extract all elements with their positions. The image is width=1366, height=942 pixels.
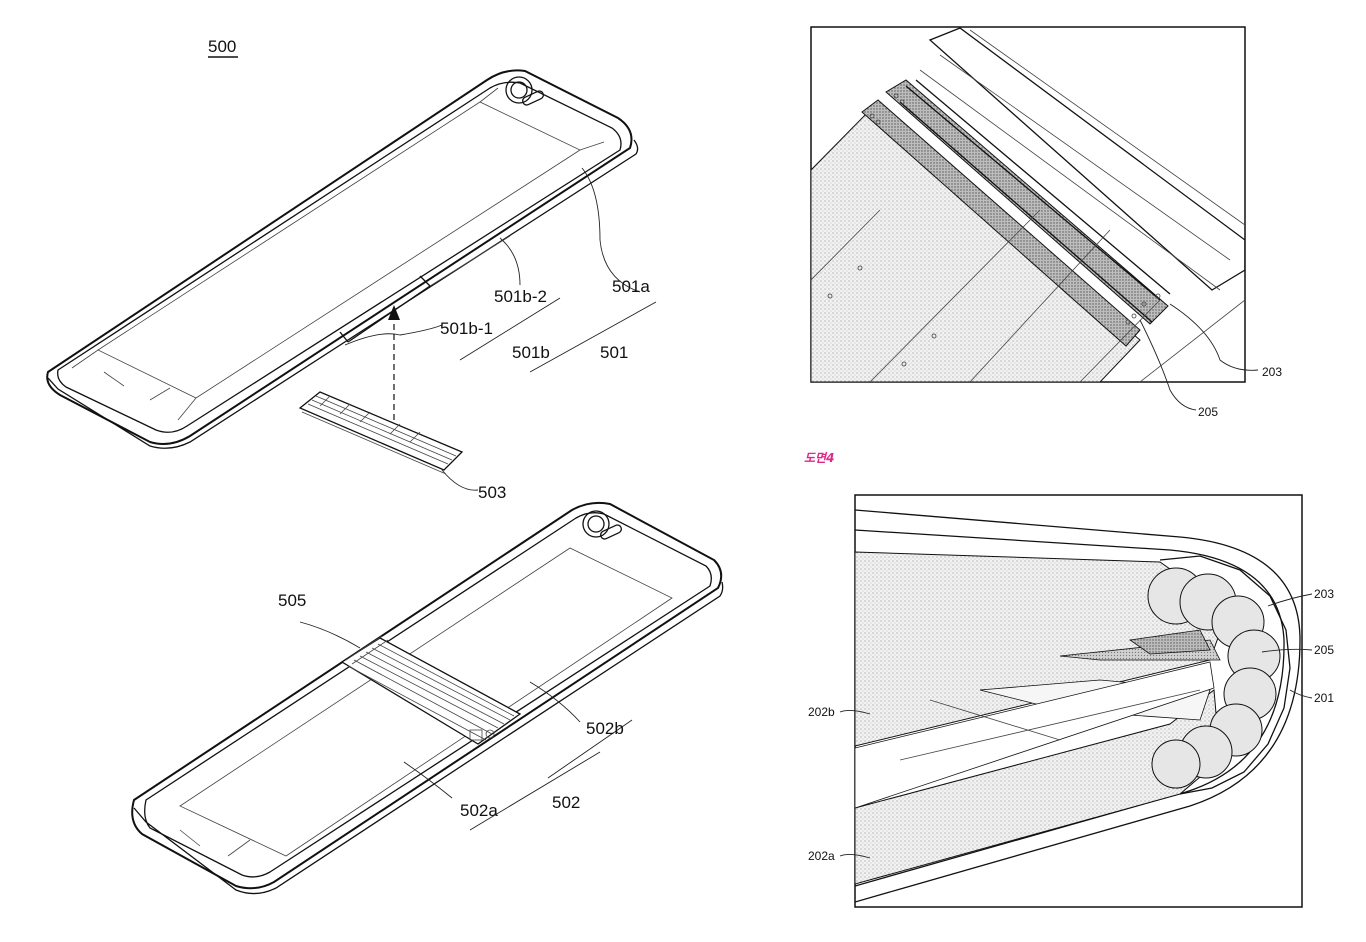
label-502: 502 bbox=[552, 793, 580, 812]
label-501a: 501a bbox=[612, 277, 650, 296]
label-201-fig4: 201 bbox=[1314, 691, 1334, 705]
figure-4-title: 도면4 bbox=[804, 451, 834, 465]
label-501b-2: 501b-2 bbox=[494, 287, 547, 306]
camera-module bbox=[505, 76, 544, 106]
label-502b: 502b bbox=[586, 719, 624, 738]
label-501b: 501b bbox=[512, 343, 550, 362]
label-502a: 502a bbox=[460, 801, 498, 820]
label-205-fig4: 205 bbox=[1314, 643, 1334, 657]
label-501b-1: 501b-1 bbox=[440, 319, 493, 338]
camera-module-2 bbox=[582, 510, 622, 540]
label-501: 501 bbox=[600, 343, 628, 362]
fpcb-503 bbox=[298, 391, 464, 475]
figure-4-cross-section bbox=[839, 494, 1313, 908]
hinge-detail-view bbox=[810, 26, 1259, 411]
label-505: 505 bbox=[278, 591, 306, 610]
label-205-top: 205 bbox=[1198, 405, 1218, 419]
device-502-drawing bbox=[131, 501, 724, 895]
label-203-top: 203 bbox=[1262, 365, 1282, 379]
hinge-joint-rollers bbox=[1147, 567, 1281, 789]
label-503: 503 bbox=[478, 483, 506, 502]
label-203-fig4: 203 bbox=[1314, 587, 1334, 601]
figure-number-500: 500 bbox=[208, 37, 236, 56]
device-501-drawing bbox=[46, 69, 657, 491]
label-202a-fig4: 202a bbox=[808, 849, 835, 863]
label-202b-fig4: 202b bbox=[808, 705, 835, 719]
